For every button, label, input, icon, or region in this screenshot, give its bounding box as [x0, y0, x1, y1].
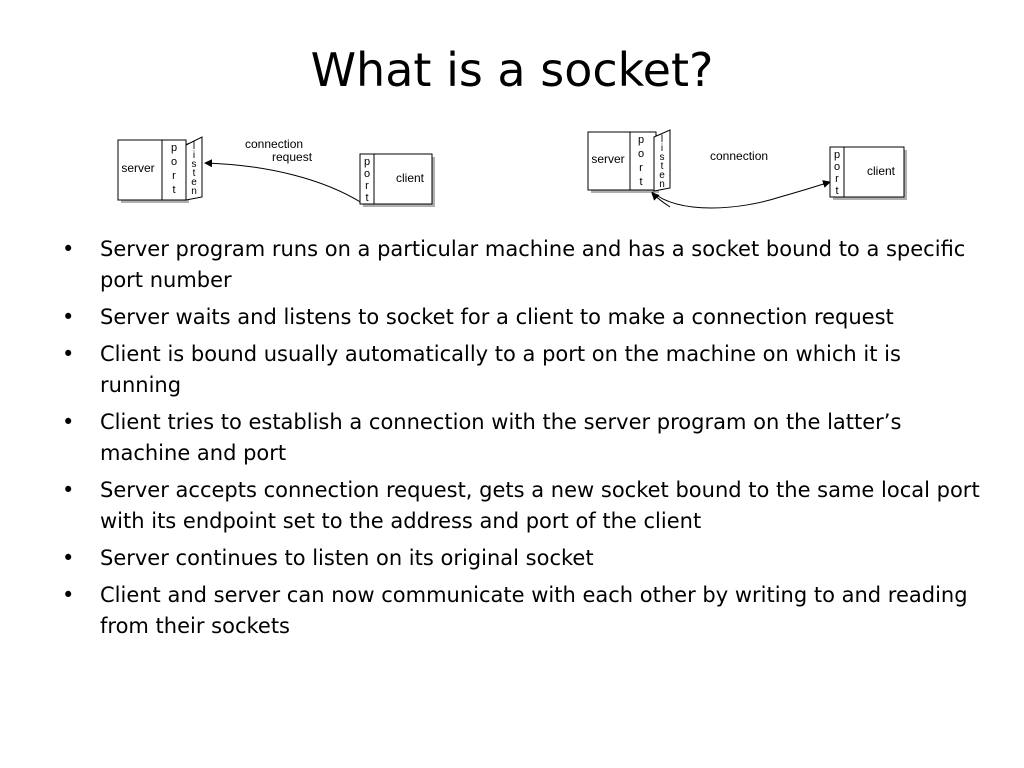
svg-text:p: p [834, 149, 840, 161]
bullet-dot: • [62, 237, 75, 261]
bullet-item: • Server continues to listen on its orig… [62, 543, 982, 574]
bullet-text: Client tries to establish a connection w… [100, 410, 902, 465]
svg-text:n: n [191, 186, 197, 197]
svg-text:i: i [661, 143, 663, 154]
listen-socket [653, 129, 671, 192]
svg-text:t: t [172, 184, 175, 196]
connection-request-diagram: server p o r t l i s t e n connection re… [117, 136, 435, 207]
svg-text:o: o [364, 168, 370, 180]
connection-established-diagram: server p o r t l i s t e n connection p … [587, 129, 907, 209]
client-box [359, 153, 433, 205]
bullet-item: • Client tries to establish a connection… [62, 407, 982, 469]
svg-text:t: t [365, 192, 368, 204]
connection-request-label-2: request [272, 150, 313, 164]
svg-text:t: t [193, 168, 196, 179]
bullet-text: Client and server can now communicate wi… [100, 583, 968, 638]
svg-text:p: p [364, 156, 370, 168]
bullet-item: • Server waits and listens to socket for… [62, 302, 982, 333]
svg-text:l: l [193, 141, 195, 152]
svg-text:t: t [661, 161, 664, 172]
bullet-dot: • [62, 410, 75, 434]
svg-text:o: o [171, 156, 177, 168]
svg-text:t: t [835, 185, 838, 197]
connection-arrow-back [651, 192, 671, 208]
connection-request-label-1: connection [245, 137, 303, 151]
connection-label: connection [710, 149, 768, 163]
svg-text:r: r [835, 173, 839, 185]
client-port-label: p o r t [364, 156, 370, 204]
listen-label: l i s t e n [659, 134, 665, 190]
bullet-text: Server program runs on a particular mach… [100, 237, 966, 292]
bullet-dot: • [62, 546, 75, 570]
svg-text:e: e [191, 177, 197, 188]
svg-text:r: r [172, 170, 176, 182]
listen-label: l i s t e n [191, 141, 197, 197]
svg-text:l: l [661, 134, 663, 145]
bullet-item: • Server accepts connection request, get… [62, 475, 982, 537]
slide-title: What is a socket? [310, 43, 714, 97]
svg-text:i: i [193, 150, 195, 161]
svg-text:o: o [638, 148, 644, 160]
svg-text:e: e [659, 170, 665, 181]
bullet-item: • Server program runs on a particular ma… [62, 234, 982, 296]
connection-request-arrow [204, 159, 363, 204]
svg-text:r: r [365, 180, 369, 192]
server-port-label: p o r t [638, 134, 644, 188]
svg-text:s: s [192, 159, 197, 170]
bullet-dot: • [62, 583, 75, 607]
svg-text:s: s [660, 152, 665, 163]
bullet-text: Server accepts connection request, gets … [100, 478, 980, 533]
svg-text:r: r [639, 162, 643, 174]
client-box [829, 146, 905, 198]
server-port-label: p o r t [171, 142, 177, 196]
client-label: client [396, 171, 425, 185]
bullet-text: Server waits and listens to socket for a… [100, 305, 894, 329]
svg-text:p: p [638, 134, 644, 146]
bullet-dot: • [62, 478, 75, 502]
bullet-text: Server continues to listen on its origin… [100, 546, 594, 570]
server-label: server [121, 161, 154, 175]
client-label: client [867, 164, 896, 178]
bullet-list: • Server program runs on a particular ma… [62, 234, 982, 648]
connection-arrow [651, 180, 831, 209]
svg-text:o: o [834, 161, 840, 173]
bullet-dot: • [62, 305, 75, 329]
listen-socket [185, 136, 203, 201]
bullet-text: Client is bound usually automatically to… [100, 342, 901, 397]
svg-text:p: p [171, 142, 177, 154]
svg-text:n: n [659, 179, 665, 190]
svg-text:t: t [639, 176, 642, 188]
bullet-item: • Client is bound usually automatically … [62, 339, 982, 401]
server-box [117, 139, 187, 201]
bullet-dot: • [62, 342, 75, 366]
server-label: server [591, 152, 624, 166]
client-port-label: p o r t [834, 149, 840, 197]
bullet-item: • Client and server can now communicate … [62, 580, 982, 642]
